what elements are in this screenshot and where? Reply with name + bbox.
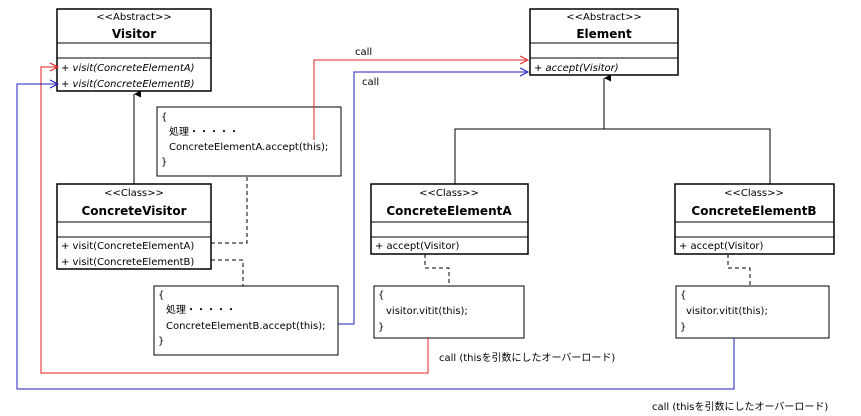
note-visit-a-box — [156, 106, 342, 177]
note-visit-b-box — [153, 285, 339, 356]
anchor-note-accept-a — [424, 254, 450, 286]
note-visit-a-line-2: 処理・・・・・ — [169, 125, 239, 138]
note-anchors — [211, 176, 751, 286]
note-accept-b-line-2: visitor.vitit(this); — [686, 306, 768, 317]
visitor-op-visit-a: + visit(ConcreteElementA) — [61, 63, 194, 74]
note-accept-a-line-3: } — [378, 322, 384, 333]
red-call-back-to-visitor — [40, 66, 429, 374]
element-op-accept: + accept(Visitor) — [534, 63, 619, 74]
concrete-visitor-name: ConcreteVisitor — [82, 204, 187, 218]
note-visit-a-line-1: { — [161, 112, 167, 123]
concrete-visitor-class: <<Class>> ConcreteVisitor + visit(Concre… — [56, 183, 212, 270]
concrete-element-a-class: <<Class>> ConcreteElementA + accept(Visi… — [370, 183, 529, 255]
note-accept-b-box — [675, 285, 830, 339]
anchor-note-visit-a — [211, 176, 248, 244]
blue-call-back-to-visitor — [16, 83, 735, 390]
note-accept-b-line-1: { — [680, 290, 686, 301]
note-visit-b-line-1: { — [158, 290, 164, 301]
concrete-element-a-name: ConcreteElementA — [386, 204, 512, 218]
visitor-stereotype: <<Abstract>> — [96, 12, 172, 23]
blue-call-label: call — [362, 77, 379, 88]
visitor-name: Visitor — [112, 27, 156, 41]
blue-overload-label: call (thisを引数にしたオーバーロード) — [652, 400, 828, 413]
blue-call-to-element-arrowhead — [519, 67, 530, 77]
concrete-element-b-name: ConcreteElementB — [691, 204, 816, 218]
note-accept-a-box — [373, 285, 525, 339]
concrete-visitor-box — [56, 183, 212, 270]
note-accept-a: { visitor.vitit(this); } — [373, 285, 525, 339]
red-call-path — [40, 55, 530, 374]
concrete-visitor-stereotype: <<Class>> — [104, 188, 164, 199]
anchor-note-visit-b — [211, 259, 244, 286]
note-accept-b: { visitor.vitit(this); } — [675, 285, 830, 339]
note-visit-b-line-2: 処理・・・・・ — [166, 303, 236, 316]
note-accept-b-line-3: } — [680, 322, 686, 333]
element-name: Element — [576, 27, 632, 41]
red-call-to-element — [313, 59, 526, 140]
concrete-element-b-class: <<Class>> ConcreteElementB + accept(Visi… — [674, 183, 835, 255]
blue-call-path — [16, 67, 735, 390]
red-call-to-element-arrowhead — [519, 55, 530, 65]
visitor-op-visit-b: + visit(ConcreteElementB) — [61, 79, 195, 90]
visitor-box — [56, 8, 212, 92]
note-accept-a-line-2: visitor.vitit(this); — [386, 306, 468, 317]
red-overload-label: call (thisを引数にしたオーバーロード) — [439, 351, 615, 364]
red-call-label: call — [355, 47, 372, 58]
element-stereotype: <<Abstract>> — [566, 12, 642, 23]
concrete-element-a-op-accept: + accept(Visitor) — [375, 241, 460, 252]
visitor-class: <<Abstract>> Visitor + visit(ConcreteEle… — [56, 8, 212, 92]
element-class: <<Abstract>> Element + accept(Visitor) — [529, 8, 679, 76]
note-visit-b-line-3: ConcreteElementB.accept(this); — [166, 321, 325, 332]
note-accept-a-line-1: { — [378, 290, 384, 301]
concrete-element-a-box — [370, 183, 529, 255]
blue-call-to-element — [338, 71, 526, 325]
blue-call-back-arrowhead — [49, 79, 60, 89]
note-visit-b-line-4: } — [158, 336, 164, 347]
red-call-back-arrowhead — [49, 62, 60, 72]
element-box — [529, 8, 679, 76]
note-visit-a: { 処理・・・・・ ConcreteElementA.accept(this);… — [156, 106, 342, 177]
note-visit-b: { 処理・・・・・ ConcreteElementB.accept(this);… — [153, 285, 339, 356]
anchor-note-accept-b — [727, 254, 751, 286]
note-visit-a-line-4: } — [161, 157, 167, 168]
note-visit-a-line-3: ConcreteElementA.accept(this); — [169, 142, 328, 153]
concrete-visitor-op-visit-b: + visit(ConcreteElementB) — [61, 257, 194, 268]
concrete-element-b-op-accept: + accept(Visitor) — [679, 241, 764, 252]
inheritance-concrete-elements — [454, 128, 771, 184]
concrete-element-b-box — [674, 183, 835, 255]
concrete-element-b-stereotype: <<Class>> — [724, 188, 784, 199]
concrete-visitor-op-visit-a: + visit(ConcreteElementA) — [61, 241, 194, 252]
concrete-element-a-stereotype: <<Class>> — [419, 188, 479, 199]
